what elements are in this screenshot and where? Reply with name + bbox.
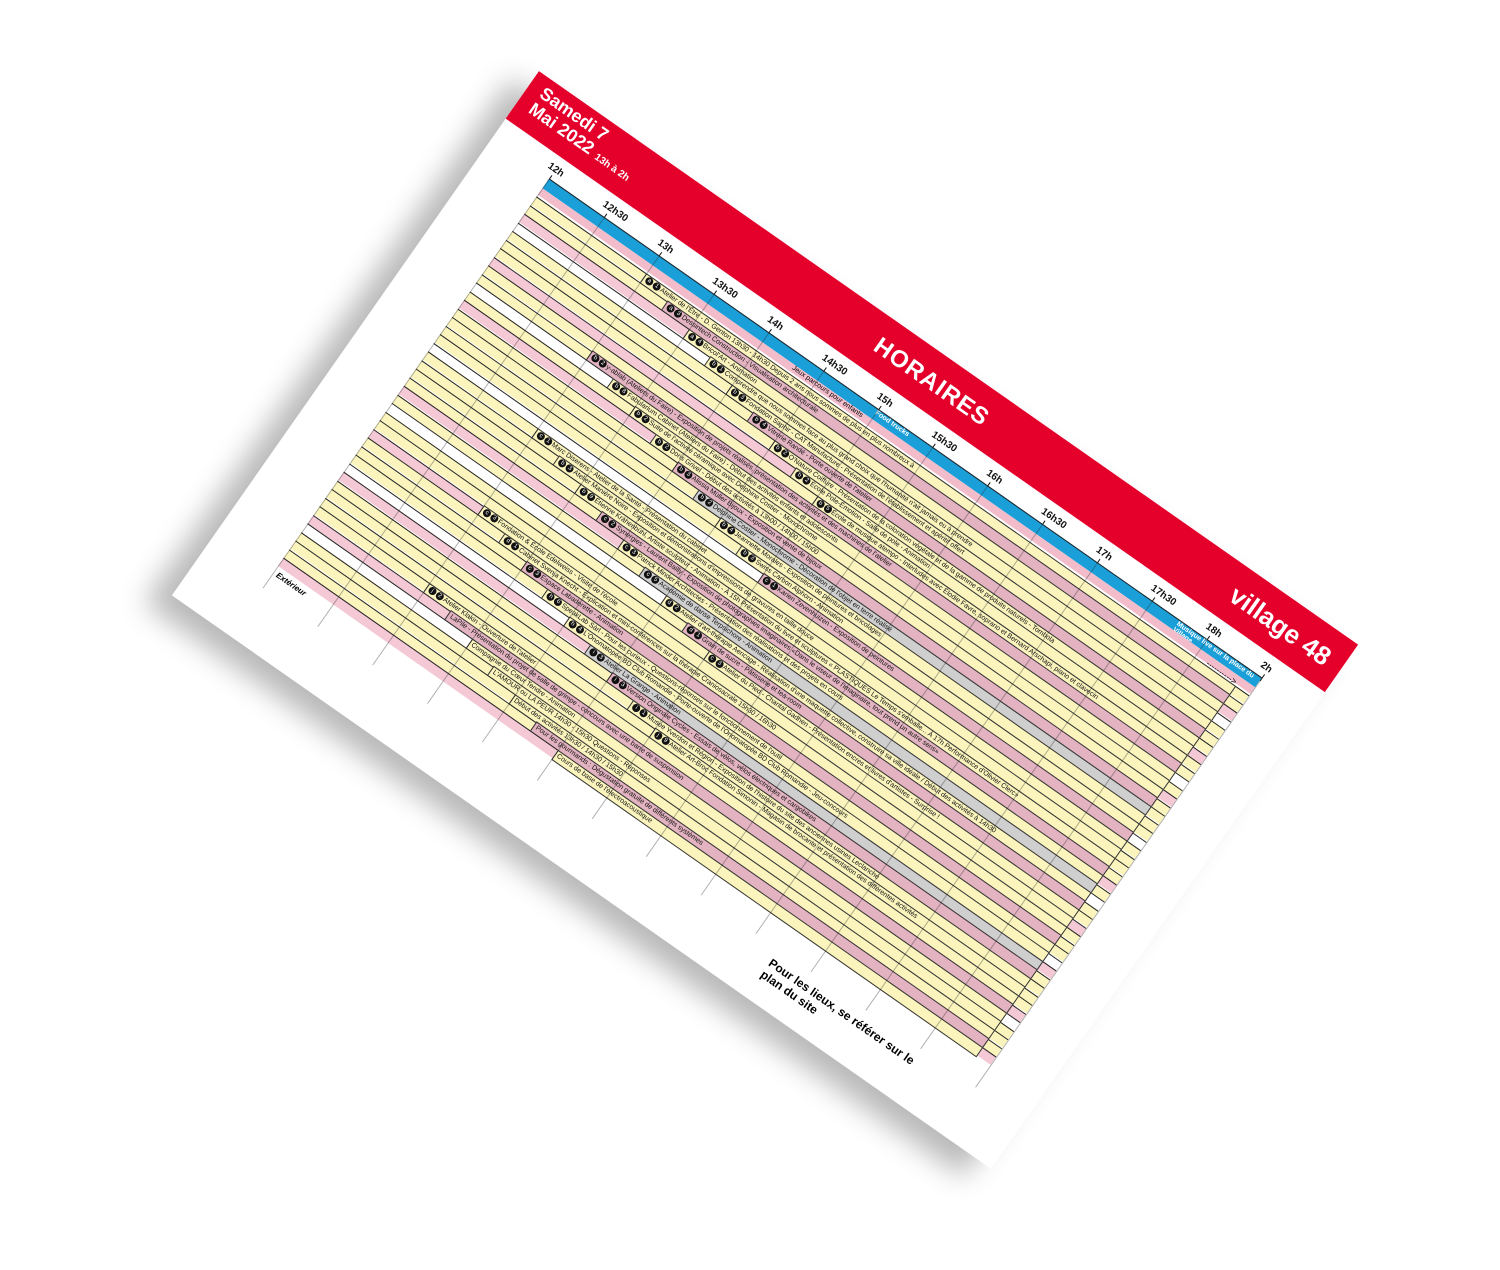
- time-tick: 16h: [984, 467, 1005, 487]
- time-tick: 2h: [1258, 659, 1275, 676]
- time-tick: 13h: [655, 237, 676, 257]
- time-tick: 18h: [1203, 621, 1224, 641]
- time-tick: 14h: [764, 314, 786, 334]
- schedule-sheet: Samedi 7 Mai 202213h à 2h HORAIRES villa…: [171, 71, 1359, 1169]
- time-tick: 15h: [874, 391, 895, 410]
- village-title: village 48: [1223, 579, 1337, 672]
- time-tick: 17h: [1093, 544, 1115, 564]
- time-tick: 12h: [545, 160, 567, 180]
